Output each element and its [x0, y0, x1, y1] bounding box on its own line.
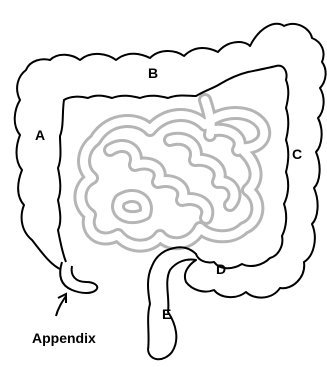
label-e: E: [162, 307, 171, 321]
appendix-arrow: [56, 294, 66, 316]
label-d: D: [216, 262, 226, 276]
label-a: A: [35, 128, 45, 142]
label-b: B: [148, 66, 158, 80]
label-c: C: [292, 147, 302, 161]
label-appendix: Appendix: [32, 331, 96, 345]
appendix: [60, 262, 97, 293]
small-intestine: [80, 100, 264, 246]
